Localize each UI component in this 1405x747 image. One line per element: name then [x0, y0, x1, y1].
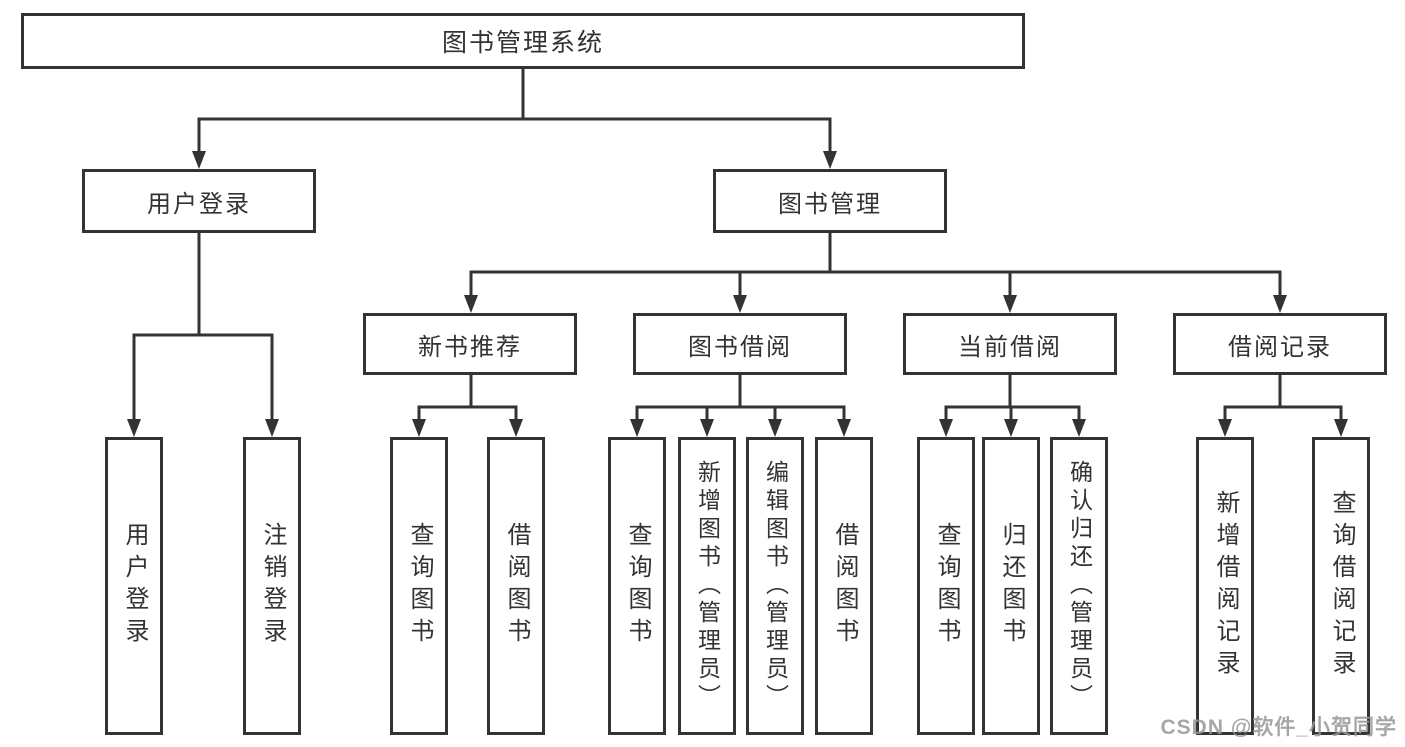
node-library-system: 图书管理系统 [21, 13, 1025, 69]
node-label: 查询图书 [406, 522, 433, 650]
node-label: 图书管理系统 [441, 29, 604, 57]
node-label: 图书借阅 [688, 333, 792, 361]
leaf-borrow-books: 借阅图书 [815, 437, 873, 735]
node-label: 查询图书 [933, 522, 960, 650]
node-label: 注销登录 [259, 522, 286, 650]
node-new-book-recommend: 新书推荐 [363, 313, 577, 375]
leaf-return-books: 归还图书 [982, 437, 1040, 735]
connector-login-to-children [132, 231, 274, 337]
connector-mgmt-to-children [469, 231, 1282, 274]
connector-borrow-to-children [635, 373, 846, 409]
leaf-query-books-borrow: 查询图书 [608, 437, 666, 735]
node-borrowing-records: 借阅记录 [1173, 313, 1387, 375]
node-label: 查询借阅记录 [1328, 490, 1355, 682]
node-book-borrowing: 图书借阅 [633, 313, 847, 375]
node-label: 用户登录 [121, 522, 148, 650]
arrow-down-icon [127, 419, 141, 437]
leaf-query-books-current: 查询图书 [917, 437, 975, 735]
node-current-borrowing: 当前借阅 [903, 313, 1117, 375]
node-label: 图书管理 [778, 190, 882, 218]
arrow-down-icon [192, 151, 206, 169]
arrow-down-icon [1218, 419, 1232, 437]
arrow-down-icon [412, 419, 426, 437]
leaf-edit-book-admin: 编辑图书（管理员） [746, 437, 804, 735]
arrow-down-icon [823, 151, 837, 169]
connector-records-to-children [1223, 373, 1343, 409]
node-label: 借阅记录 [1228, 333, 1332, 361]
node-label: 用户登录 [147, 190, 251, 218]
node-label: 新书推荐 [418, 333, 522, 361]
leaf-confirm-return-admin: 确认归还（管理员） [1050, 437, 1108, 735]
node-label: 当前借阅 [958, 333, 1062, 361]
node-label: 借阅图书 [503, 522, 530, 650]
arrow-down-icon [1273, 295, 1287, 313]
arrow-down-icon [464, 295, 478, 313]
node-label: 确认归还（管理员） [1066, 460, 1093, 712]
leaf-query-books-recommend: 查询图书 [390, 437, 448, 735]
arrow-down-icon [700, 419, 714, 437]
arrow-down-icon [1334, 419, 1348, 437]
arrow-down-icon [509, 419, 523, 437]
connector-newbook-to-children [417, 373, 518, 409]
leaf-borrow-books-recommend: 借阅图书 [487, 437, 545, 735]
arrow-down-icon [939, 419, 953, 437]
node-label: 归还图书 [998, 522, 1025, 650]
node-label: 借阅图书 [831, 522, 858, 650]
leaf-user-login: 用户登录 [105, 437, 163, 735]
arrow-down-icon [733, 295, 747, 313]
csdn-watermark: CSDN @软件_小贺同学 [1160, 716, 1397, 739]
node-label: 新增图书（管理员） [694, 460, 721, 712]
leaf-query-borrow-record: 查询借阅记录 [1312, 437, 1370, 735]
connector-root-to-level2 [197, 67, 832, 121]
leaf-add-borrow-record: 新增借阅记录 [1196, 437, 1254, 735]
node-label: 编辑图书（管理员） [762, 460, 789, 712]
arrow-group [127, 117, 1348, 437]
node-label: 新增借阅记录 [1212, 490, 1239, 682]
node-user-login: 用户登录 [82, 169, 316, 233]
arrow-down-icon [1072, 419, 1086, 437]
arrow-down-icon [768, 419, 782, 437]
arrow-down-icon [1003, 295, 1017, 313]
node-book-management: 图书管理 [713, 169, 947, 233]
arrow-down-icon [1004, 419, 1018, 437]
leaf-logout: 注销登录 [243, 437, 301, 735]
connector-current-to-children [944, 373, 1081, 409]
leaf-add-book-admin: 新增图书（管理员） [678, 437, 736, 735]
arrow-down-icon [265, 419, 279, 437]
arrow-down-icon [837, 419, 851, 437]
node-label: 查询图书 [624, 522, 651, 650]
arrow-down-icon [630, 419, 644, 437]
